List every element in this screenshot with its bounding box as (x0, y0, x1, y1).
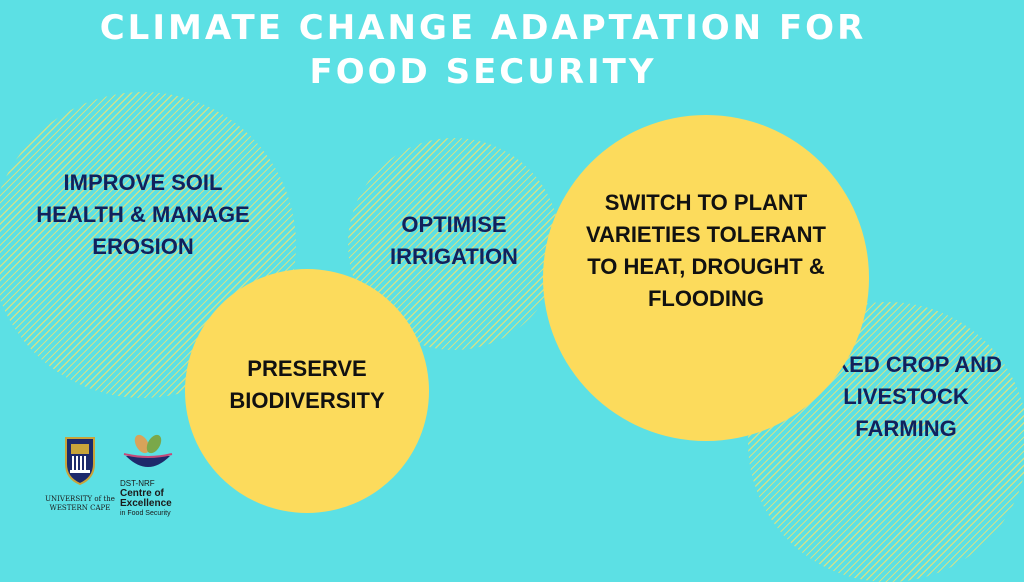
uwc-logo: UNIVERSITY of the WESTERN CAPE (44, 434, 116, 513)
biodiversity-label-line: PRESERVE (247, 356, 367, 381)
irrigation-label-line: OPTIMISE (401, 212, 507, 237)
page-title: CLIMATE CHANGE ADAPTATION FOR FOOD SECUR… (0, 6, 966, 94)
plant-varieties-label-line: TO HEAT, DROUGHT & (587, 254, 825, 279)
coe-text-line: DST-NRF (120, 479, 155, 488)
soil-label-line: EROSION (92, 234, 194, 259)
coe-text-line: Excellence (120, 498, 172, 509)
coe-text-line: in Food Security (120, 510, 171, 517)
mixed-farming-label-line: LIVESTOCK (843, 384, 969, 409)
coe-logo: DST-NRF Centre of Excellence in Food Sec… (120, 434, 200, 519)
plant-varieties-label-line: SWITCH TO PLANT (604, 190, 808, 215)
biodiversity-label-line: BIODIVERSITY (229, 388, 385, 413)
coe-text-line: Centre of (120, 488, 164, 499)
irrigation-label: OPTIMISE IRRIGATION (390, 209, 518, 273)
plant-varieties-label: SWITCH TO PLANT VARIETIES TOLERANT TO HE… (586, 187, 826, 315)
title-line-2: FOOD SECURITY (309, 52, 657, 92)
bowl-leaves-icon (123, 434, 173, 467)
plant-varieties-label-line: FLOODING (647, 286, 765, 311)
biodiversity-label: PRESERVE BIODIVERSITY (229, 353, 384, 417)
coe-text: DST-NRF Centre of Excellence in Food Sec… (120, 479, 200, 519)
plant-varieties-circle: SWITCH TO PLANT VARIETIES TOLERANT TO HE… (543, 115, 869, 441)
uwc-text-line: UNIVERSITY of the (45, 495, 115, 503)
soil-label: IMPROVE SOIL HEALTH & MANAGE EROSION (36, 167, 249, 263)
plant-varieties-label-line: VARIETIES TOLERANT (586, 222, 826, 247)
soil-circle: IMPROVE SOIL HEALTH & MANAGE EROSION (0, 92, 296, 398)
uwc-text-line: WESTERN CAPE (49, 504, 111, 512)
uwc-crest-icon (65, 437, 95, 486)
title-line-1: CLIMATE CHANGE ADAPTATION FOR (99, 8, 867, 48)
uwc-text: UNIVERSITY of the WESTERN CAPE (44, 495, 116, 513)
irrigation-label-line: IRRIGATION (390, 244, 518, 269)
soil-label-line: IMPROVE SOIL (63, 170, 223, 195)
mixed-farming-label-line: FARMING (855, 416, 957, 441)
soil-label-line: HEALTH & MANAGE (36, 202, 250, 227)
biodiversity-circle: PRESERVE BIODIVERSITY (185, 269, 429, 513)
